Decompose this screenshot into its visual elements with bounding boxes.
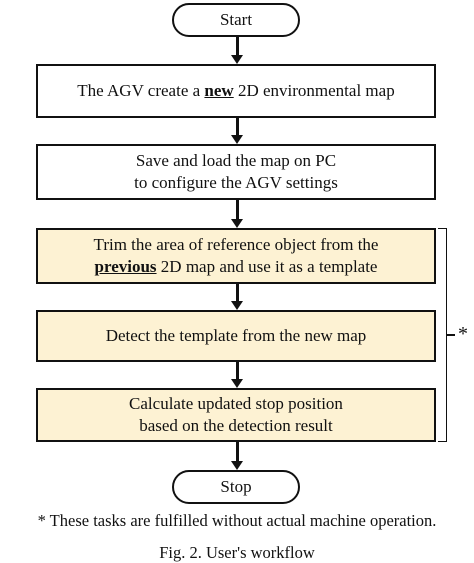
step3-text-after: 2D map and use it as a template [156,257,378,276]
arrow-step2-to-step3 [231,200,243,228]
step-detect-template: Detect the template from the new map [36,310,436,362]
footnote: * These tasks are fulfilled without actu… [37,511,437,530]
bracket-tick [446,334,455,336]
bracket-asterisk: * [458,323,468,345]
step2-line1: Save and load the map on PC [135,151,337,170]
step-save-load-map: Save and load the map on PC to configure… [36,144,436,200]
step1-text-before: The AGV create a [77,81,205,100]
step1-text-after: 2D environmental map [233,81,395,100]
arrow-start-to-step1 [231,37,243,64]
arrow-step3-to-step4 [231,284,243,310]
stop-label: Stop [220,477,252,496]
stop-terminal: Stop [172,470,300,504]
step4-line1: Detect the template from the new map [105,326,367,345]
step5-line2: based on the detection result [139,416,333,435]
arrow-step4-to-step5 [231,362,243,388]
step-trim-template: Trim the area of reference object from t… [36,228,436,284]
step-create-map: The AGV create a new 2D environmental ma… [36,64,436,118]
step-calculate-position: Calculate updated stop position based on… [36,388,436,442]
arrow-step1-to-step2 [231,118,243,144]
step3-line1: Trim the area of reference object from t… [93,235,379,254]
step2-line2: to configure the AGV settings [134,173,338,192]
step3-emphasis: previous [94,257,157,276]
start-label: Start [219,10,253,29]
figure-caption: Fig. 2. User's workflow [159,543,315,562]
step1-emphasis: new [204,81,234,100]
step5-line1: Calculate updated stop position [129,394,343,413]
start-terminal: Start [172,3,300,37]
arrow-step5-to-stop [231,442,243,470]
